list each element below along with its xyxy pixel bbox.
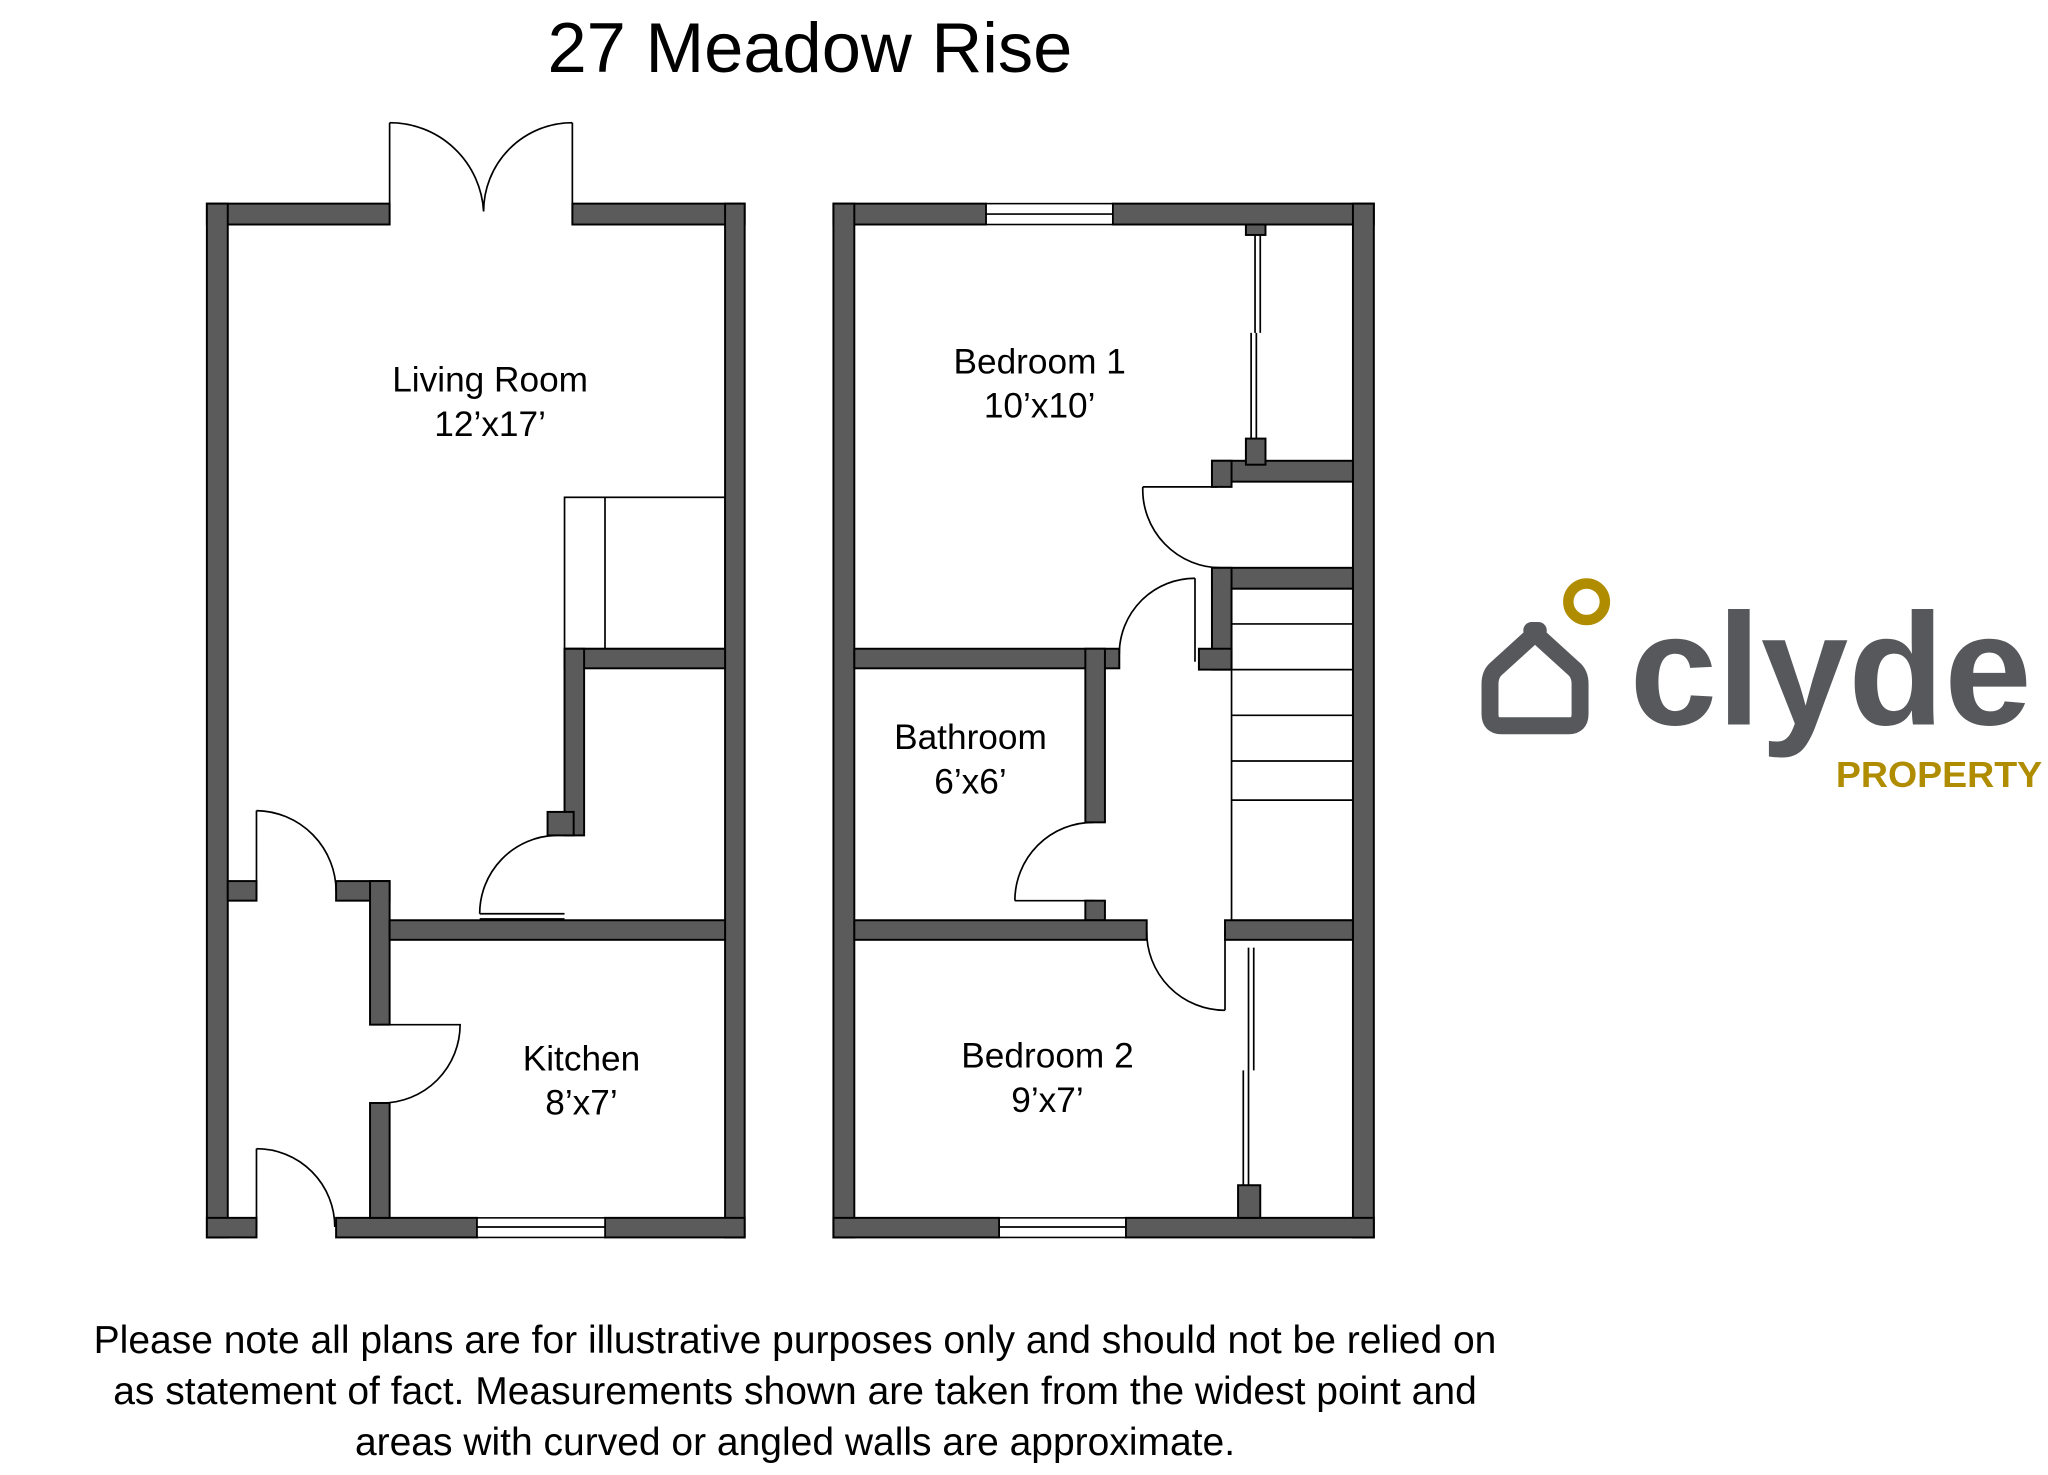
room-size: 8’x7’ xyxy=(545,1084,617,1123)
bedroom2-door xyxy=(1145,930,1226,1012)
bedroom1-door xyxy=(1118,577,1196,662)
sun-ring-icon xyxy=(1563,578,1611,626)
disclaimer-line: Please note all plans are for illustrati… xyxy=(93,1319,1497,1362)
staircase xyxy=(1230,587,1354,922)
room-name: Bathroom xyxy=(894,718,1047,757)
room-name: Bedroom 2 xyxy=(961,1037,1133,1076)
room-size: 9’x7’ xyxy=(1011,1081,1083,1120)
bathroom-door xyxy=(1014,821,1095,902)
disclaimer-line: as statement of fact. Measurements shown… xyxy=(113,1370,1477,1413)
plan-title: 27 Meadow Rise xyxy=(547,8,1072,87)
room-name: Kitchen xyxy=(523,1039,641,1078)
hall-door xyxy=(255,809,337,901)
room-size: 10’x10’ xyxy=(984,387,1096,426)
house-icon xyxy=(1481,621,1589,735)
room-name: Living Room xyxy=(392,361,588,400)
svg-text:clyde: clyde xyxy=(1630,580,2032,758)
disclaimer: Please note all plans are for illustrati… xyxy=(0,1315,1590,1468)
clyde-property-logo: clyde PROPERTY xyxy=(1481,578,2042,795)
first-floor: Bedroom 1 10’x10’ Bathroom 6’x6’ Bedroom… xyxy=(832,202,1375,1239)
svg-text:PROPERTY: PROPERTY xyxy=(1836,754,2042,795)
front-door xyxy=(255,1147,336,1227)
room-size: 12’x17’ xyxy=(434,405,546,444)
kitchen-door xyxy=(379,1023,461,1104)
room-size: 6’x6’ xyxy=(934,763,1006,802)
disclaimer-line: areas with curved or angled walls are ap… xyxy=(354,1421,1236,1464)
room-name: Bedroom 1 xyxy=(953,342,1125,381)
ground-floor: Living Room 12’x17’ Kitchen 8’x7’ xyxy=(205,121,746,1239)
cupboard-door xyxy=(1141,486,1222,569)
